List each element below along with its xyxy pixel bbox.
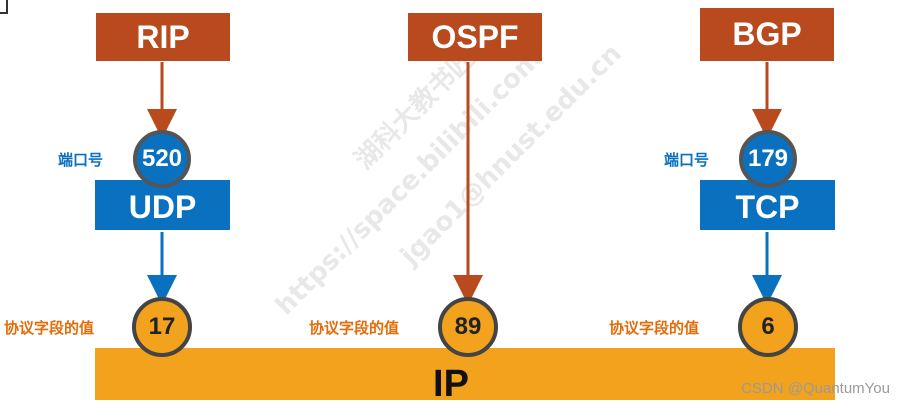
udp-port-label: 端口号 [58, 151, 104, 169]
corner-bracket-mark [0, 0, 8, 14]
arrows-layer [147, 62, 782, 305]
tcp-protocol-value-circle: 6 [738, 297, 798, 357]
bgp-box: BGP [700, 8, 834, 61]
udp-port-circle: 520 [133, 130, 191, 188]
tcp-port-circle: 179 [739, 130, 797, 188]
udp-protocol-field-label: 协议字段的值 [4, 319, 95, 337]
ospf-protocol-field-label: 协议字段的值 [309, 319, 400, 337]
tcp-port-label: 端口号 [664, 151, 710, 169]
udp-protocol-value-circle: 17 [132, 297, 192, 357]
ip-layer-label: IP [433, 363, 469, 405]
ospf-box: OSPF [408, 13, 542, 61]
ospf-protocol-value-circle: 89 [438, 297, 498, 357]
tcp-protocol-field-label: 协议字段的值 [609, 319, 700, 337]
rip-box: RIP [96, 13, 230, 61]
csdn-credit: CSDN @QuantumYou [741, 380, 890, 397]
tcp-box: TCP [700, 180, 835, 230]
udp-box: UDP [95, 180, 230, 230]
